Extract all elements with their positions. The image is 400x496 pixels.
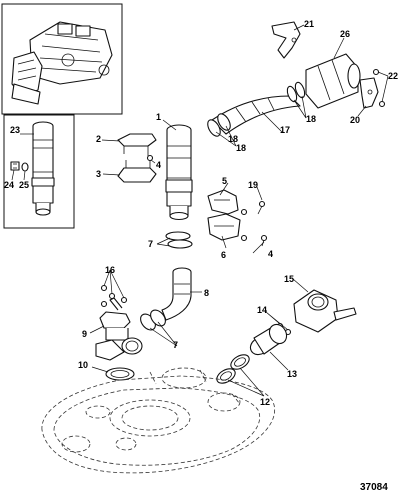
engine-overview-inset xyxy=(1,3,123,115)
part-19-screws xyxy=(240,200,266,216)
callout-20: 20 xyxy=(350,115,360,125)
part-25-plug xyxy=(21,162,29,172)
part-2-bracket xyxy=(117,133,157,156)
part-9-valve xyxy=(95,297,143,361)
part-21-bracket xyxy=(271,21,301,59)
callout-22: 22 xyxy=(388,71,398,81)
part-23-exhaust-elbow xyxy=(31,121,55,216)
callout-25: 25 xyxy=(19,180,29,190)
part-24-fitting xyxy=(10,161,20,171)
callout-19: 19 xyxy=(248,180,258,190)
part-7-clamps-lower xyxy=(140,309,166,331)
part-6-bracket xyxy=(207,213,241,241)
detail-inset xyxy=(3,114,75,229)
callout-23: 23 xyxy=(10,125,20,135)
part-10-gasket xyxy=(105,367,135,381)
callout-14: 14 xyxy=(257,305,267,315)
callout-labels: 1 2 3 4 4 5 6 7 7 8 9 10 12 13 14 15 16 … xyxy=(4,19,398,407)
callout-1: 1 xyxy=(156,112,161,122)
callout-13: 13 xyxy=(287,369,297,379)
part-15-flapper-valve xyxy=(293,289,357,333)
part-17-exhaust-hose xyxy=(211,95,301,135)
callout-10: 10 xyxy=(78,360,88,370)
callout-12: 12 xyxy=(260,397,270,407)
callout-8: 8 xyxy=(204,288,209,298)
part-7-clamps-upper xyxy=(165,231,193,249)
engine-illustration xyxy=(11,21,113,105)
callout-18-lower: 18 xyxy=(236,143,246,153)
leader-lines xyxy=(11,24,389,397)
figure-number: 37084 xyxy=(360,482,388,493)
part-4-screw-lower xyxy=(240,234,268,247)
part-13-adapter xyxy=(249,323,288,356)
callout-18-mid: 18 xyxy=(228,134,238,144)
part-18-clamps-lower xyxy=(207,113,231,137)
callout-4-lower: 4 xyxy=(268,249,273,259)
part-12-gaskets xyxy=(216,354,250,384)
callout-4-upper: 4 xyxy=(156,160,161,170)
part-26-silencer xyxy=(305,53,361,109)
callout-9: 9 xyxy=(82,329,87,339)
callout-24: 24 xyxy=(4,180,14,190)
callout-17: 17 xyxy=(280,125,290,135)
part-3-bracket xyxy=(117,160,157,183)
callout-7-lower: 7 xyxy=(173,340,178,350)
callout-16: 16 xyxy=(105,265,115,275)
callout-2: 2 xyxy=(96,134,101,144)
callout-7-upper: 7 xyxy=(148,239,153,249)
callout-26: 26 xyxy=(340,29,350,39)
part-1-exhaust-elbow xyxy=(165,124,193,221)
part-20-bracket xyxy=(359,77,379,109)
callout-3: 3 xyxy=(96,169,101,179)
part-5-bracket xyxy=(207,189,239,215)
callout-15: 15 xyxy=(284,274,294,284)
part-4-screw-upper xyxy=(146,154,154,162)
exhaust-manifold-base xyxy=(41,367,276,474)
part-18-clamps-upper xyxy=(286,81,306,103)
callout-18-right: 18 xyxy=(306,114,316,124)
callout-6: 6 xyxy=(221,250,226,260)
callout-21: 21 xyxy=(304,19,314,29)
part-8-elbow-hose xyxy=(161,267,192,321)
callout-5: 5 xyxy=(222,176,227,186)
